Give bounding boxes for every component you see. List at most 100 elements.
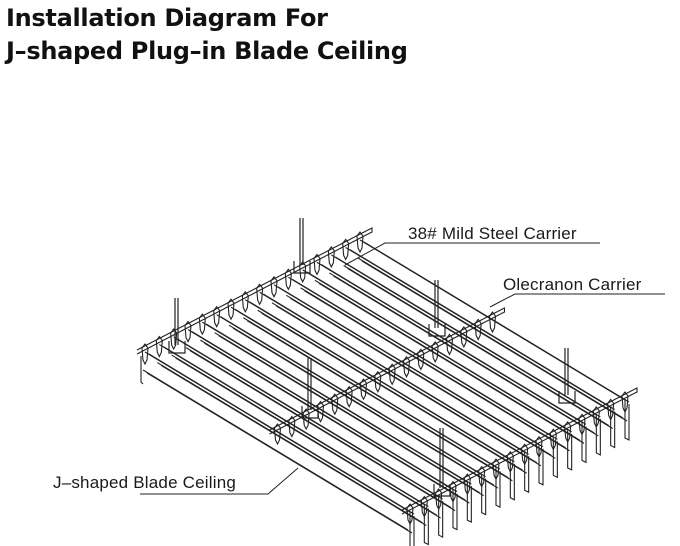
olecranon-clip [345, 385, 353, 408]
olecranon-clip [359, 378, 368, 401]
blade-top-edge [163, 346, 429, 508]
olecranon-clip [435, 488, 443, 511]
blade-top-edge [363, 241, 630, 403]
blade-lower-edge [318, 282, 585, 444]
olecranon-clip [607, 398, 615, 421]
blade-end-profile [624, 400, 630, 441]
olecranon-clip [478, 465, 486, 488]
hanger-rod-group [168, 218, 576, 497]
blade-lower-edge [361, 260, 628, 422]
olecranon-clip [170, 328, 178, 351]
diagram-title: Installation Diagram For J–shaped Plug–i… [6, 2, 408, 68]
blade-end-profile [481, 474, 487, 516]
title-line-2: J–shaped Plug–in Blade Ceiling [6, 37, 408, 65]
blade-lower-edge [290, 297, 556, 459]
olecranon-clip [288, 415, 296, 438]
olecranon-clip [564, 420, 572, 444]
blade-top-edge [249, 301, 515, 463]
olecranon-clip [492, 458, 500, 481]
leader-olecranon [489, 293, 665, 308]
olecranon-clip [406, 503, 414, 526]
blade-end-profile [538, 444, 544, 486]
carrier-rail [401, 393, 634, 515]
carrier-end [500, 307, 506, 315]
blade-top-edge [292, 278, 558, 440]
blade-lower-edge [304, 290, 570, 452]
blade-end-profile [409, 512, 415, 546]
olecranon-clip [621, 391, 629, 414]
rod-bracket [293, 261, 311, 274]
blade-lower-edge [218, 335, 484, 497]
olecranon-clip [535, 435, 543, 459]
carrier-end [632, 387, 638, 395]
olecranon-clip [256, 283, 264, 306]
blade-lower-edge [333, 275, 599, 437]
olecranon-clip [155, 335, 163, 358]
blade-top-edge [320, 263, 587, 425]
blade-lower-edge [161, 365, 427, 527]
olecranon-clip [241, 290, 249, 313]
blade-end-profile [466, 482, 472, 524]
blade-end-profile [581, 422, 587, 464]
olecranon-clip [342, 238, 350, 261]
blade-lower-edge [275, 305, 542, 467]
olecranon-clip [460, 326, 468, 349]
blade-group [140, 239, 630, 546]
blade-top-edge [263, 293, 529, 455]
blade-top-edge [306, 271, 572, 433]
blade-end-profile [524, 452, 530, 494]
blade-lower-edge [261, 312, 527, 474]
olecranon-clip [549, 428, 557, 451]
blade-lower-edge [204, 342, 470, 504]
olecranon-clip [417, 348, 425, 371]
carrier-end [367, 227, 373, 235]
blade-lower-edge [189, 350, 456, 512]
blade-top-edge [191, 331, 458, 493]
blade-end-profile [610, 407, 616, 449]
olecranon-clip [420, 495, 428, 518]
olecranon-clip [313, 253, 321, 276]
olecranon-clip [449, 480, 457, 503]
blade-lower-edge [347, 267, 613, 429]
blade-end-profile [495, 467, 501, 509]
rod-bracket [428, 324, 446, 337]
blade-lower-edge [146, 372, 413, 534]
blade-top-edge [220, 316, 486, 478]
blade-end-profile [595, 414, 601, 456]
blade-top-edge [206, 323, 472, 485]
blade-end-profile [552, 437, 558, 479]
olecranon-clip [270, 275, 278, 299]
olecranon-clip [388, 363, 396, 386]
blade-lower-edge [247, 320, 513, 482]
olecranon-clip [273, 423, 282, 446]
blade-end-profile [567, 429, 573, 471]
blade-end-profile [452, 489, 458, 531]
olecranon-clip [302, 408, 310, 431]
rod-bracket [558, 391, 576, 404]
olecranon-clip [431, 340, 439, 364]
blade-top-edge [349, 248, 615, 410]
olecranon-clip [198, 313, 206, 336]
title-line-1: Installation Diagram For [6, 4, 328, 32]
olecranon-clip [592, 406, 600, 429]
blade-lower-edge [232, 327, 499, 489]
rod-bracket [301, 406, 319, 419]
leader-blade [140, 467, 299, 495]
carrier-group [136, 227, 638, 526]
olecranon-clip [227, 298, 235, 321]
olecranon-clip [488, 311, 497, 334]
olecranon-clip [356, 231, 364, 254]
olecranon-clip [284, 268, 292, 291]
leader-lines [140, 242, 665, 495]
rod-bracket [433, 484, 451, 497]
olecranon-clip [578, 413, 586, 436]
blade-top-edge [234, 308, 501, 470]
label-olecranon-carrier: Olecranon Carrier [503, 275, 642, 294]
blade-end-profile [509, 459, 515, 501]
blade-top-edge [177, 338, 443, 500]
olecranon-clip [463, 473, 471, 496]
blade-end-profile [438, 497, 444, 538]
blade-top-edge [335, 256, 601, 418]
blade-top-edge [277, 286, 544, 448]
olecranon-clip [474, 318, 482, 341]
